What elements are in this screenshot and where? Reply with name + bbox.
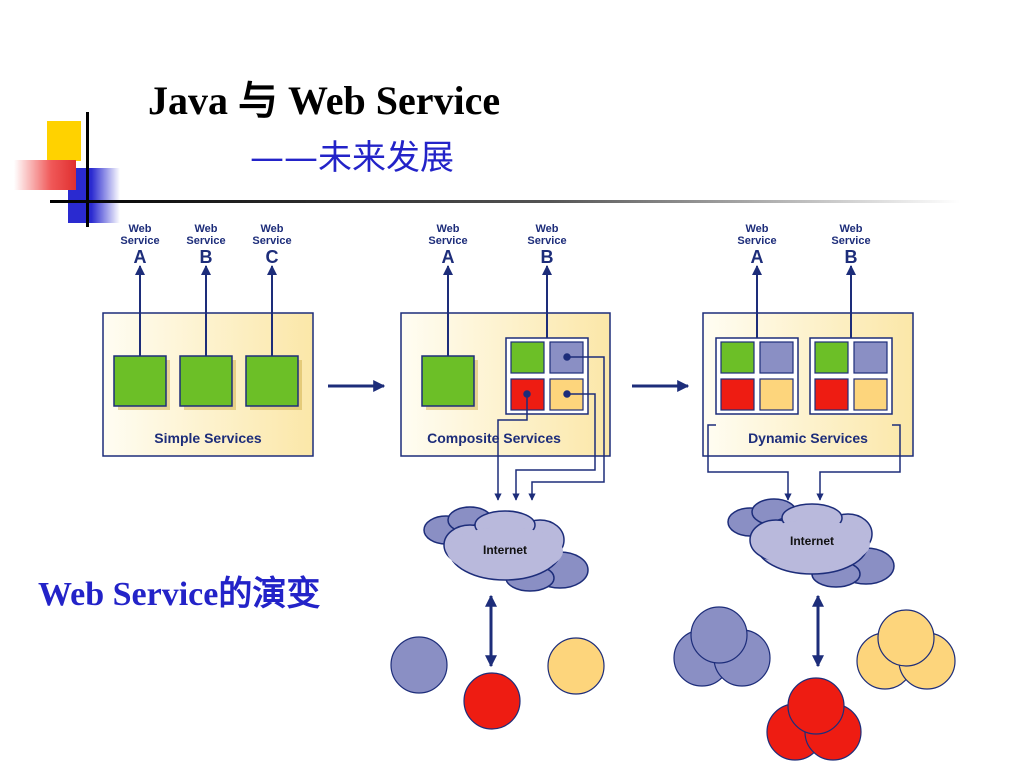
ws-label-simple-a: Web Service A	[120, 223, 159, 267]
service-block-a	[421, 355, 475, 407]
svg-text:B: B	[845, 247, 858, 267]
svg-text:A: A	[442, 247, 455, 267]
simple-services-caption: Simple Services	[154, 430, 262, 446]
client-cluster-yellow	[856, 609, 956, 690]
client-cluster-red	[766, 677, 862, 761]
ws-label-simple-c: Web Service C	[252, 223, 291, 267]
svg-text:Web: Web	[745, 223, 768, 235]
red-square-decoration	[14, 160, 76, 190]
ws-label-dynamic-b: Web Service B	[831, 223, 870, 267]
ws-label-composite-b: Web Service B	[527, 223, 566, 267]
svg-text:Web: Web	[260, 223, 283, 235]
svg-text:Service: Service	[831, 235, 870, 247]
svg-text:Service: Service	[527, 235, 566, 247]
slide-title: Java 与 Web Service	[148, 78, 501, 123]
horizontal-rule-decoration	[50, 200, 960, 203]
dynamic-services-panel: Dynamic Services	[702, 265, 914, 501]
internet-cloud-2: Internet	[727, 498, 895, 588]
svg-text:Service: Service	[252, 235, 291, 247]
client-cluster-periwinkle	[673, 606, 771, 687]
internet-label-2: Internet	[790, 534, 834, 548]
service-block-c	[245, 355, 299, 407]
yellow-square-decoration	[47, 121, 81, 161]
service-block-a	[113, 355, 167, 407]
svg-text:Web: Web	[436, 223, 459, 235]
ws-label-simple-b: Web Service B	[186, 223, 225, 267]
ws-label-dynamic-a: Web Service A	[737, 223, 776, 267]
blue-square-decoration	[68, 168, 120, 223]
svg-text:Service: Service	[428, 235, 467, 247]
composite-services-panel: Composite Services	[400, 265, 611, 501]
svg-text:A: A	[134, 247, 147, 267]
svg-text:C: C	[266, 247, 279, 267]
svg-text:Service: Service	[186, 235, 225, 247]
vertical-rule-decoration	[86, 112, 89, 227]
svg-text:Web: Web	[535, 223, 558, 235]
svg-text:Web: Web	[128, 223, 151, 235]
side-caption: Web Service的演变	[38, 576, 321, 613]
svg-text:A: A	[751, 247, 764, 267]
dynamic-group-a	[715, 337, 799, 415]
composite-services-caption: Composite Services	[427, 430, 561, 446]
slide-subtitle: ——未来发展	[250, 138, 454, 178]
simple-services-panel: Simple Services	[102, 265, 314, 457]
dynamic-services-caption: Dynamic Services	[748, 430, 868, 446]
client-circle-yellow	[547, 637, 605, 695]
svg-text:Web: Web	[194, 223, 217, 235]
client-circle-periwinkle	[390, 636, 448, 694]
composite-group	[505, 337, 589, 415]
client-circle-red	[463, 672, 521, 730]
svg-text:B: B	[200, 247, 213, 267]
internet-label-1: Internet	[483, 543, 527, 557]
internet-cloud-1: Internet	[423, 506, 589, 592]
svg-text:B: B	[541, 247, 554, 267]
svg-text:Service: Service	[737, 235, 776, 247]
svg-text:Service: Service	[120, 235, 159, 247]
svg-text:Web: Web	[839, 223, 862, 235]
dynamic-group-b	[809, 337, 893, 415]
ws-label-composite-a: Web Service A	[428, 223, 467, 267]
service-block-b	[179, 355, 233, 407]
